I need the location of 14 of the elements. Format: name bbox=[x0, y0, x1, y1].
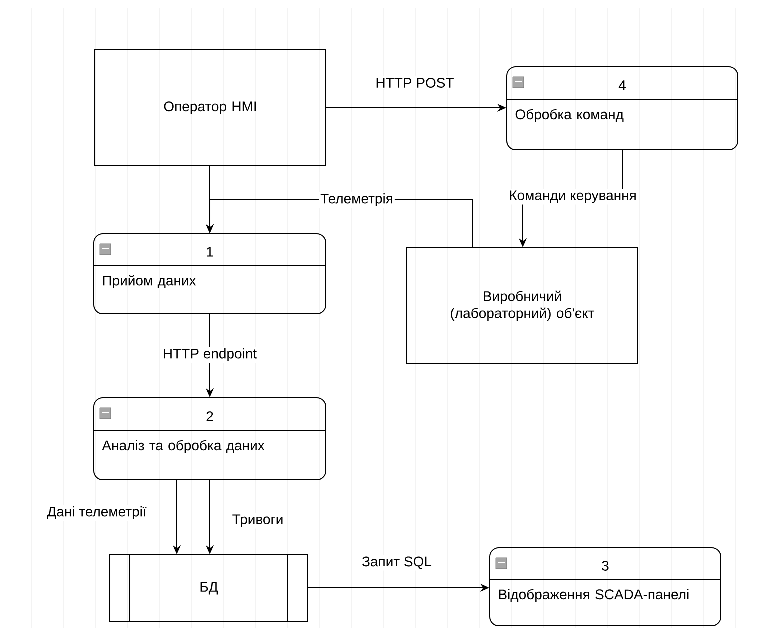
edge-label: HTTP POST bbox=[374, 76, 456, 90]
edge-label: Тривоги bbox=[230, 513, 286, 529]
process-box: 2 Аналіз та обробка даних bbox=[94, 398, 326, 480]
edge-label: Телеметрія bbox=[319, 192, 395, 208]
edge-label: Команди керування bbox=[508, 189, 638, 205]
data-store-box: БД bbox=[110, 554, 308, 622]
process-box: 3 Відображення SCADA-панелі bbox=[490, 548, 722, 626]
process-box: 4 Обробка команд bbox=[506, 66, 738, 150]
edge-label: Дані телеметрії bbox=[46, 504, 148, 522]
entity-box: Оператор HMI bbox=[94, 50, 326, 166]
edge-label: Запит SQL bbox=[360, 555, 434, 571]
entity-box: Виробничий (лабораторний) об'єкт bbox=[406, 248, 638, 364]
edge-label: HTTP endpoint bbox=[161, 346, 259, 364]
process-box: 1 Прийом даних bbox=[94, 234, 326, 314]
